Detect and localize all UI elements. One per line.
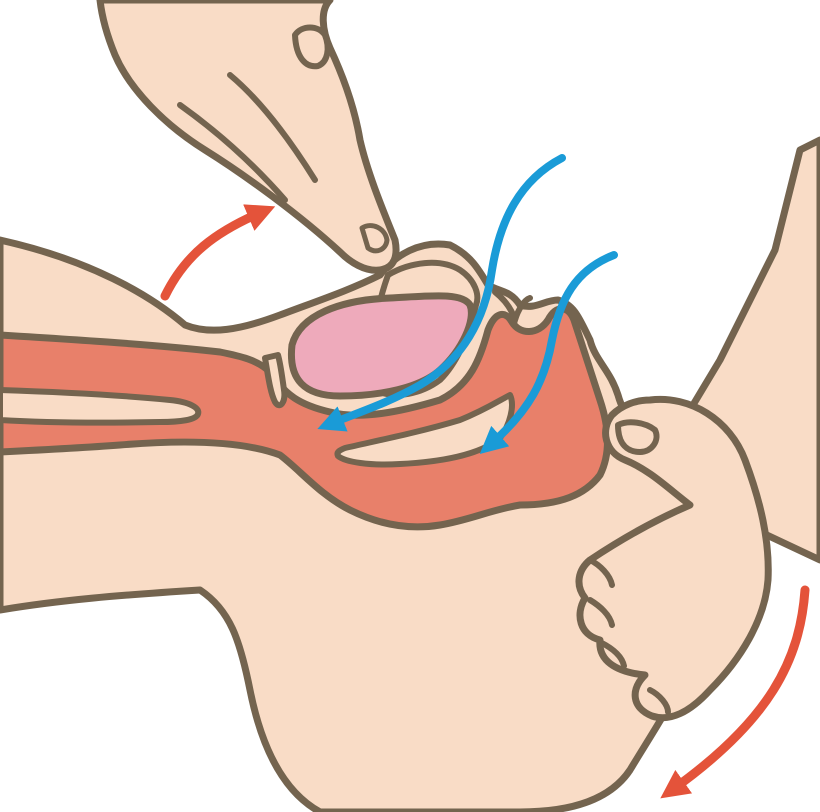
thumb-nail [618,422,657,452]
upper-hand-nail [295,28,328,67]
upper-hand-fingertip-nail [362,226,387,251]
